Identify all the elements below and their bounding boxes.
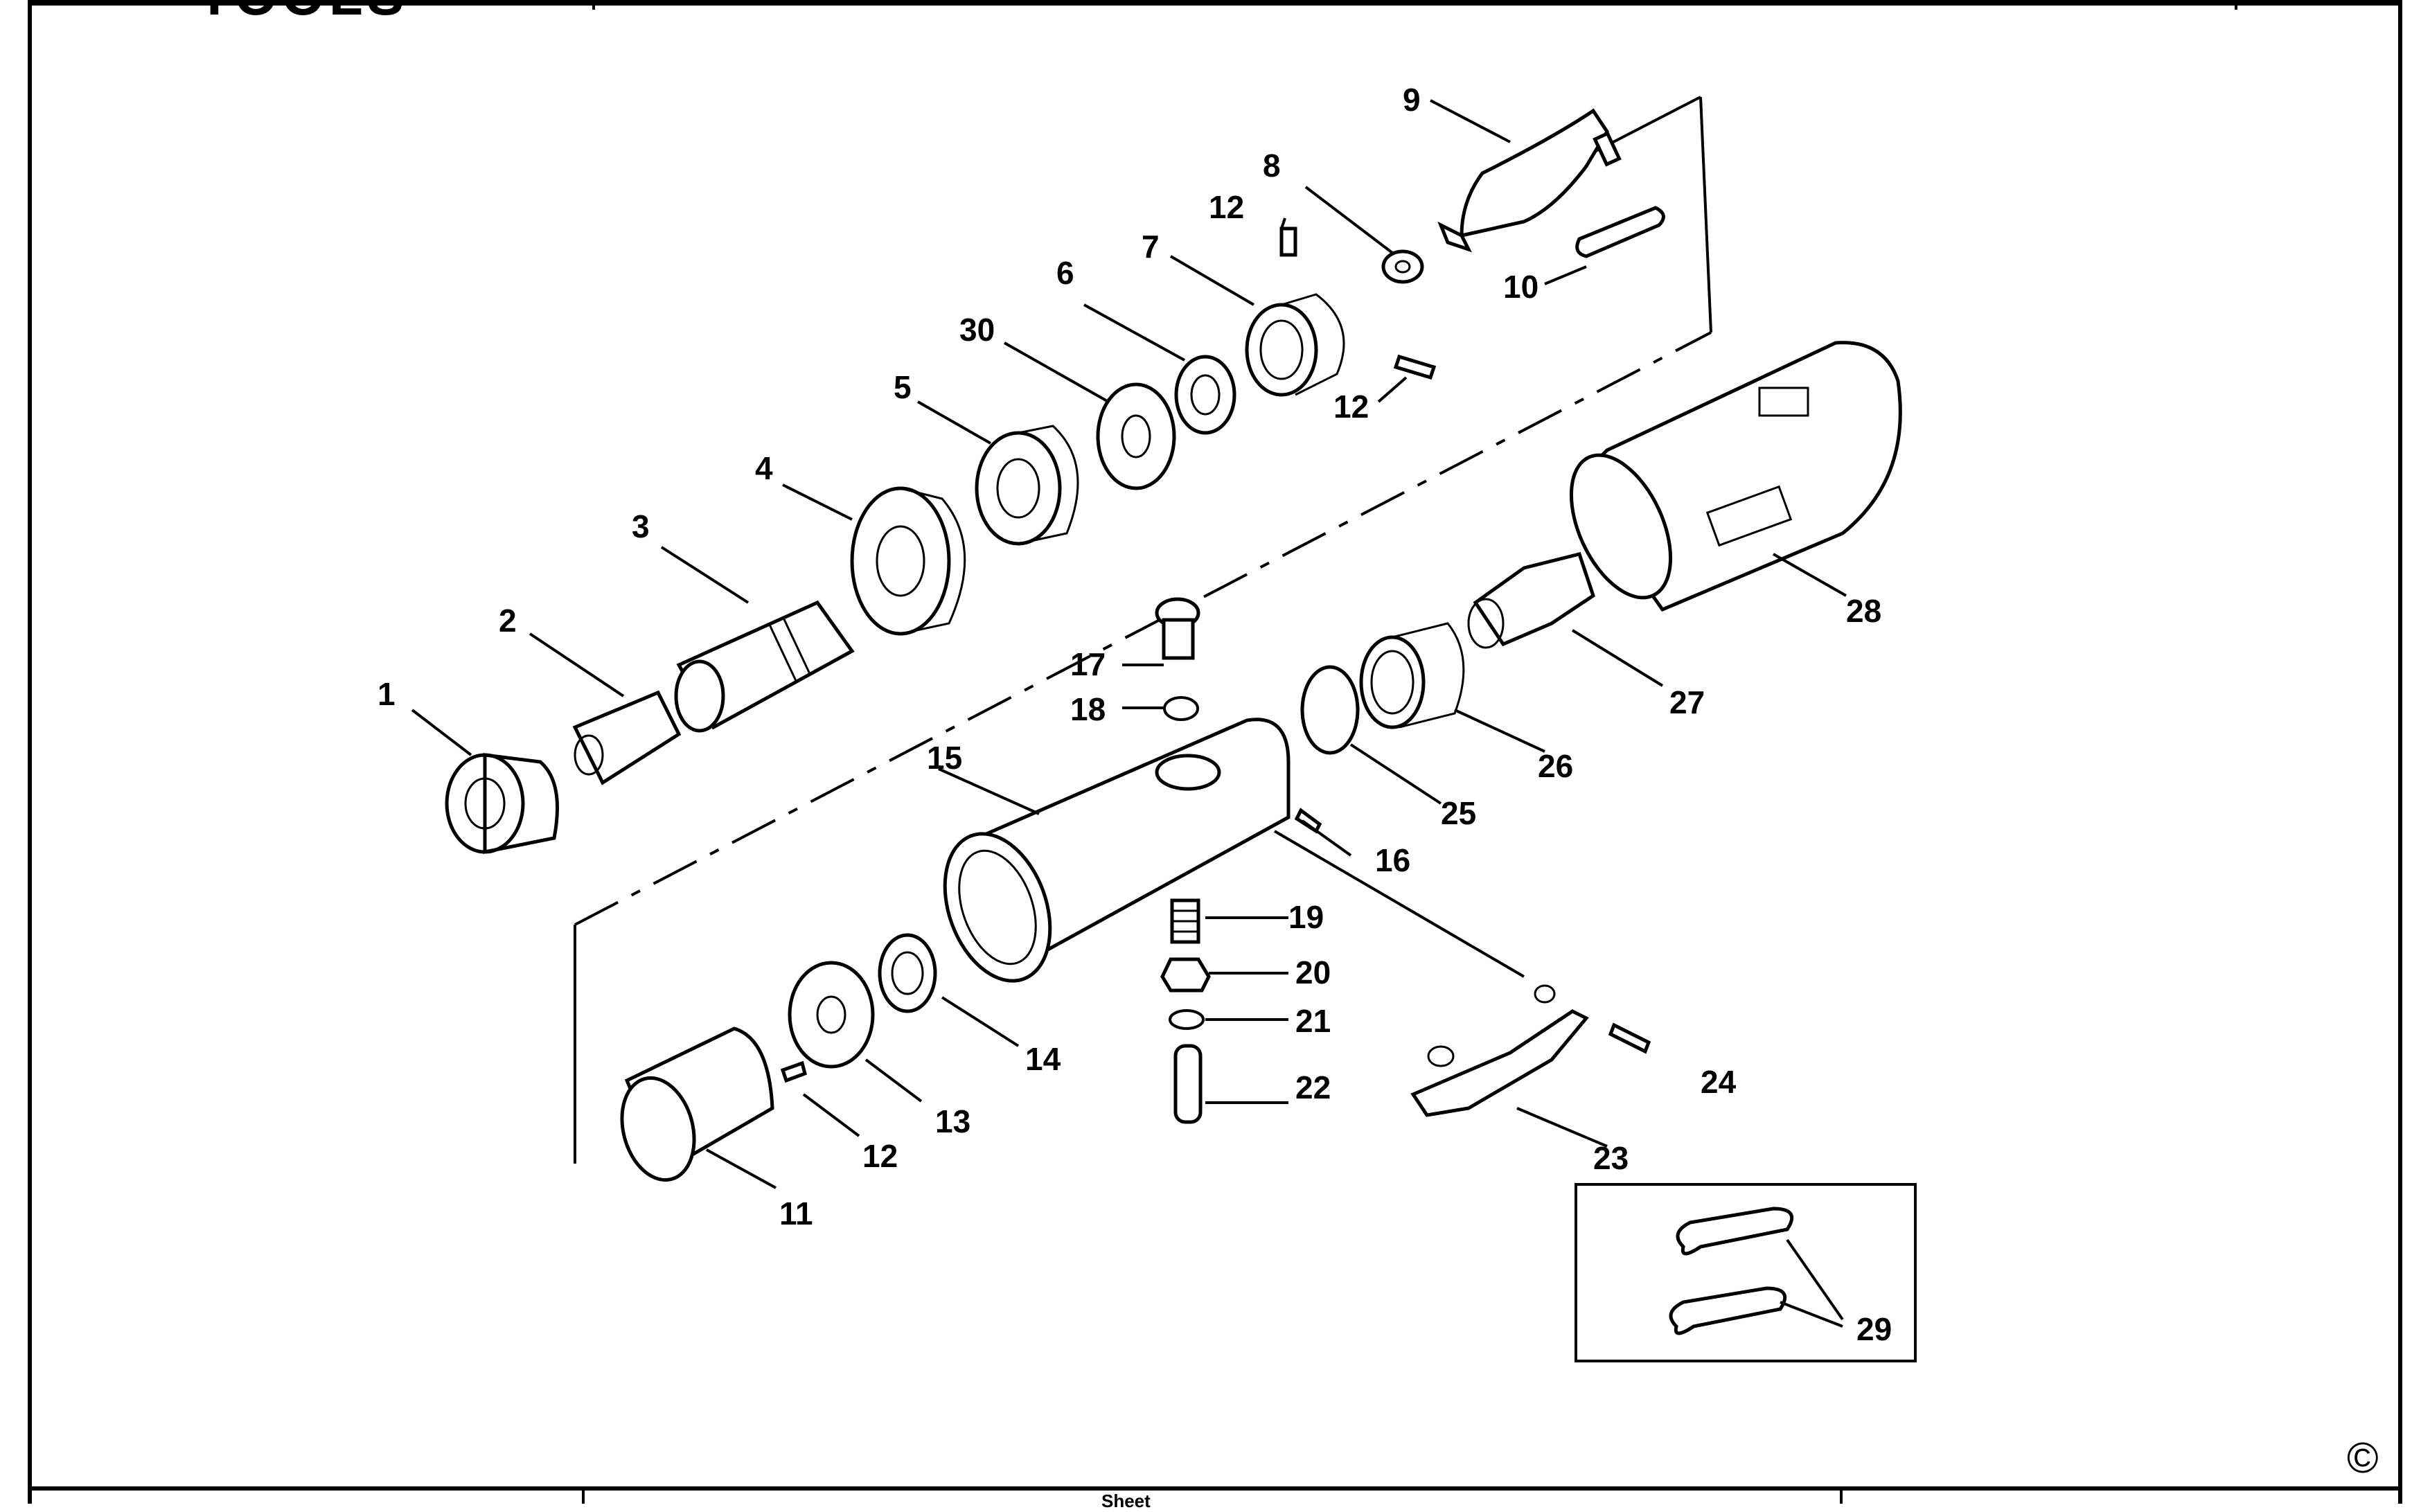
part-18-o-ring <box>1163 696 1199 721</box>
part-12-pin-right <box>1393 354 1437 380</box>
part-10-vane <box>1575 206 1665 258</box>
part-13-front-plate <box>788 961 875 1069</box>
callout-20: 20 <box>1295 954 1331 990</box>
part-5-threaded-ring <box>975 425 1079 546</box>
callout-18: 18 <box>1070 691 1106 727</box>
callout-4: 4 <box>755 450 773 486</box>
callout-11: 11 <box>779 1195 813 1231</box>
callout-28: 28 <box>1846 593 1881 629</box>
callout-26: 26 <box>1538 748 1573 784</box>
callout-12-lower: 12 <box>862 1138 898 1174</box>
callout-25: 25 <box>1441 795 1476 831</box>
footer-divider-right <box>1840 1486 1843 1504</box>
part-29-spanner-box <box>1575 1183 1917 1362</box>
part-8-small-nut <box>1381 249 1424 284</box>
callout-30: 30 <box>959 312 995 348</box>
part-7-end-plate <box>1245 293 1345 397</box>
callout-14: 14 <box>1025 1041 1061 1077</box>
header-divider-left <box>592 0 595 10</box>
callout-labels: 1 2 3 4 5 30 6 7 12 8 9 10 12 15 17 18 1… <box>378 82 1892 1347</box>
part-2-collet <box>572 690 682 785</box>
part-22-plunger <box>1173 1044 1203 1124</box>
part-16-pin <box>1294 808 1322 834</box>
callout-8: 8 <box>1263 148 1281 184</box>
callout-23: 23 <box>1593 1140 1629 1176</box>
drawing-frame-bottom <box>28 1486 2402 1491</box>
callout-6: 6 <box>1056 255 1074 291</box>
drawing-frame-top <box>28 0 2402 6</box>
part-27-cylinder <box>1467 552 1595 649</box>
part-6-bearing <box>1174 355 1236 435</box>
part-17-valve-cap <box>1155 597 1200 660</box>
part-12-pin-lower <box>780 1060 808 1083</box>
brand-logo-text: TOOLS <box>197 0 408 28</box>
callout-16: 16 <box>1375 842 1410 878</box>
callout-24: 24 <box>1701 1064 1737 1100</box>
callout-2: 2 <box>499 603 517 639</box>
callout-17: 17 <box>1070 646 1106 682</box>
footer-divider-left <box>582 1486 585 1504</box>
callout-9: 9 <box>1403 82 1421 118</box>
part-24-pin <box>1608 1022 1651 1054</box>
header-divider-right <box>2235 0 2237 10</box>
part-26-end-cap <box>1359 622 1465 729</box>
part-14-bearing <box>878 933 937 1013</box>
callout-21: 21 <box>1295 1003 1331 1039</box>
part-15-main-body <box>943 718 1291 983</box>
callout-12-right: 12 <box>1333 389 1369 425</box>
callout-22: 22 <box>1295 1069 1331 1105</box>
callout-10: 10 <box>1503 269 1538 305</box>
callout-19: 19 <box>1288 899 1324 935</box>
part-4-lock-nut <box>850 486 966 636</box>
part-19-spring <box>1170 898 1200 944</box>
drawing-frame-right <box>2398 0 2402 1504</box>
part-25-o-ring <box>1300 665 1360 755</box>
copyright-icon: © <box>2347 1434 2379 1482</box>
part-23-throttle-lever <box>1410 984 1589 1117</box>
callout-1: 1 <box>378 676 396 712</box>
part-28-motor-housing <box>1569 341 1902 612</box>
callout-3: 3 <box>632 508 650 544</box>
callout-12-upper: 12 <box>1209 189 1244 225</box>
callout-13: 13 <box>935 1103 970 1139</box>
part-3-spindle <box>674 600 855 733</box>
part-12-pin-upper <box>1279 226 1297 257</box>
part-1-collet-nut <box>445 753 559 855</box>
part-9-rotor <box>1437 108 1622 253</box>
drawing-frame-left <box>28 0 32 1504</box>
callout-29: 29 <box>1856 1311 1892 1347</box>
part-30-washer <box>1096 382 1176 490</box>
callout-5: 5 <box>894 369 912 405</box>
part-11-sleeve <box>620 1026 774 1182</box>
callout-15: 15 <box>927 740 962 776</box>
part-20-valve <box>1160 957 1211 993</box>
part-21-o-ring <box>1169 1009 1205 1030</box>
callout-27: 27 <box>1669 684 1705 720</box>
callout-leader-lines <box>411 99 1847 1328</box>
callout-7: 7 <box>1142 229 1160 265</box>
